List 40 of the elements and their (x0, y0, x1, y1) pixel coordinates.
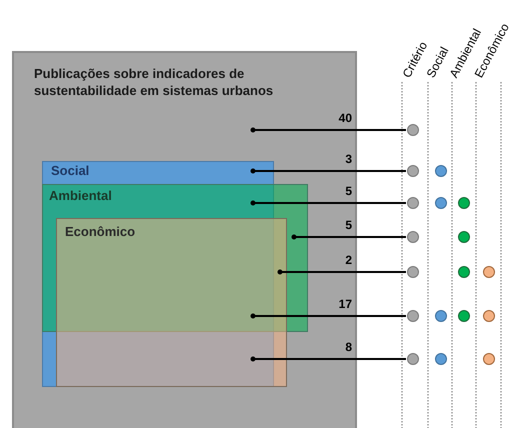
matrix-dot (407, 266, 419, 278)
leader-line (250, 168, 406, 174)
matrix-dot (407, 197, 419, 209)
matrix-dot (407, 310, 419, 322)
matrix-dot (483, 266, 495, 278)
matrix-dot (435, 165, 447, 177)
outer-region-box (12, 51, 357, 428)
matrix-dot (407, 124, 419, 136)
set-region-box (42, 161, 274, 387)
set-region-box (56, 218, 287, 387)
region-title: Publicações sobre indicadores de sustentabilidade em sistemas urbanos (34, 65, 274, 99)
edge-label: 2 (344, 253, 352, 267)
matrix-dot (458, 231, 470, 243)
leader-line (250, 200, 406, 206)
set-region-box (42, 184, 308, 332)
matrix-dot (458, 310, 470, 322)
leader-line (250, 314, 406, 318)
region-label: Ambiental (49, 187, 113, 204)
matrix-dot (435, 353, 447, 365)
matrix-dot (435, 310, 447, 322)
edge-label: 5 (344, 184, 352, 198)
matrix-dot (483, 353, 495, 365)
matrix-dot (458, 197, 470, 209)
edge-label: 3 (344, 152, 352, 166)
region-label: Social (51, 162, 90, 179)
edge-label: 17 (338, 297, 352, 311)
edge-label: 8 (344, 340, 352, 354)
matrix-dot (435, 197, 447, 209)
region-label: Econômico (65, 223, 136, 240)
leader-line (278, 270, 406, 274)
matrix-dot (407, 353, 419, 365)
matrix-dot (407, 231, 419, 243)
leader-line (292, 234, 406, 240)
matrix-dot (458, 266, 470, 278)
matrix-dot (483, 310, 495, 322)
leader-line (250, 356, 406, 362)
leader-line (250, 128, 406, 132)
edge-label: 40 (338, 111, 352, 125)
matrix-dot (407, 165, 419, 177)
edge-label: 5 (344, 218, 352, 232)
